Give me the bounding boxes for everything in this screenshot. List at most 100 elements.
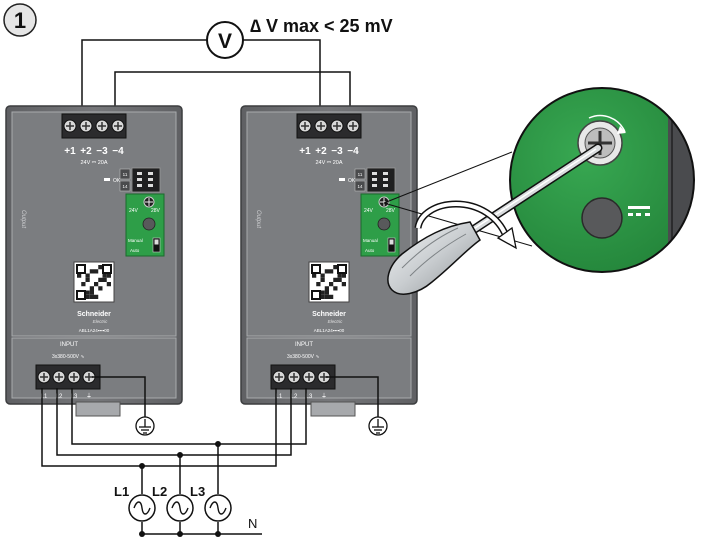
delta-symbol: ∆ [250,16,261,36]
model-label: ABL1A24▪▪▪▪00 [314,328,345,333]
relay-pin [137,172,142,175]
voltmeter[interactable]: V [206,21,244,59]
ground-icon [368,416,388,436]
phase-label: L3 [190,484,205,499]
trim-potentiometer-icon[interactable] [378,196,390,208]
relay-pin [137,184,142,187]
input-label: INPUT [60,342,78,348]
ac-terminal-screw[interactable] [287,370,301,384]
relay-pin [148,172,153,175]
input-rating: 3x380-500V ∿ [287,354,320,360]
manual-label: Manual [128,238,143,243]
auto-label: Auto [365,248,375,253]
model-label: ABL1A24▪▪▪▪00 [79,328,110,333]
ok-label: OK [113,178,121,184]
brand-sub: Electric [328,319,344,324]
dc-terminal-screw[interactable] [63,119,77,133]
voltmeter-wires [81,39,351,130]
neutral-label: N [248,516,257,531]
trim-potentiometer-icon[interactable] [143,196,155,208]
dc-terminal-label: +2 [315,146,327,157]
ac-terminal-label: ⏚ [321,393,327,400]
dc-terminal-label: +1 [299,146,311,157]
ac-terminal-label: L2 [291,394,298,400]
relay-pin [383,172,388,175]
relay-pin [372,178,377,181]
din-clip [75,401,121,417]
dc-terminal-screw[interactable] [79,119,93,133]
relay-pin [137,178,142,181]
relay-connector [131,167,161,193]
relay-connector [366,167,396,193]
dc-terminal-screw[interactable] [111,119,125,133]
ac-source-icon [166,494,194,522]
dc-terminal-screw[interactable] [346,119,360,133]
side-label: Output [20,210,26,228]
side-label: Output [255,210,261,228]
brand-name: Schneider [77,311,111,318]
ac-terminal-label: L3 [306,394,313,400]
din-clip [310,401,356,417]
mode-switch-knob [389,239,394,245]
voltmeter-symbol: V [218,30,232,53]
auto-label: Auto [130,248,140,253]
ac-source-icon [128,494,156,522]
ac-terminal-screw[interactable] [67,370,81,384]
rotation-arrow-icon [414,200,517,250]
ac-terminal-screw[interactable] [52,370,66,384]
ac-terminal-label: L2 [56,394,63,400]
ac-source-icon [204,494,232,522]
mode-switch-knob [154,239,159,245]
dc-terminal-label: −3 [331,146,343,157]
relay-pin [372,184,377,187]
ac-terminal-label: L1 [276,394,283,400]
ok-led [104,178,110,181]
ac-terminal-screw[interactable] [82,370,96,384]
ac-terminal-screw[interactable] [37,370,51,384]
dc-terminal-label: +2 [80,146,92,157]
relay-label: 14 [357,184,363,189]
ok-label: OK [348,178,356,184]
relay-terminal [354,180,366,192]
qr-code-icon [308,261,350,303]
junction-dots [139,441,221,537]
dc-terminal-label: −3 [96,146,108,157]
ac-terminal-screw[interactable] [302,370,316,384]
dc-terminal-label: −4 [112,146,124,157]
dc-terminal-screw[interactable] [330,119,344,133]
relay-pin [383,184,388,187]
status-led [142,217,156,231]
ok-led [339,178,345,181]
relay-label: 14 [122,184,128,189]
brand-sub: Electric [93,319,109,324]
dc-rating: 24V ⎓ 20A [315,160,342,166]
dc-terminal-screw[interactable] [314,119,328,133]
mains-wires [41,376,379,535]
dc-terminal-screw[interactable] [95,119,109,133]
mode-switch[interactable] [387,237,396,253]
dc-terminal-screw[interactable] [298,119,312,133]
manual-label: Manual [363,238,378,243]
input-label: INPUT [295,342,313,348]
status-led [377,217,391,231]
relay-pin [383,178,388,181]
ac-sources: L1 L2 L3 [114,484,232,522]
dc-symbol [628,206,650,216]
mode-switch[interactable] [152,237,161,253]
ac-terminal-label: ⏚ [86,393,92,400]
trim-max-label: 28V [151,208,161,214]
phase-label: L1 [114,484,129,499]
ground-icon [135,416,155,436]
dc-terminal-label: +1 [64,146,76,157]
trim-max-label: 28V [386,208,396,214]
phase-label: L2 [152,484,167,499]
ac-terminal-screw[interactable] [272,370,286,384]
relay-pin [372,172,377,175]
relay-terminal [354,168,366,180]
relay-pin [148,178,153,181]
relay-label: 11 [123,172,128,177]
trim-min-label: 24V [129,208,139,214]
